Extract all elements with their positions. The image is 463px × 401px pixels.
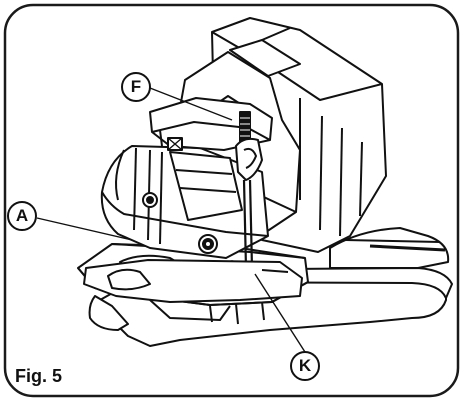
callout-a: A: [7, 201, 37, 231]
clamp-body: [100, 145, 269, 259]
callout-f-label: F: [130, 77, 142, 96]
mounting-tab: [83, 259, 303, 303]
figure-frame: [3, 3, 460, 398]
callout-k-label: K: [298, 356, 312, 375]
leader-f: [149, 87, 233, 121]
callout-f: F: [121, 72, 151, 102]
bolt-upper: [142, 192, 158, 208]
bolt-lower: [198, 234, 218, 254]
leader-a: [36, 217, 133, 241]
callout-k: K: [290, 351, 320, 381]
figure-caption: Fig. 5: [15, 366, 63, 386]
leader-k: [254, 273, 306, 353]
callout-a-label: A: [15, 206, 29, 225]
leader-lines: [36, 87, 306, 353]
